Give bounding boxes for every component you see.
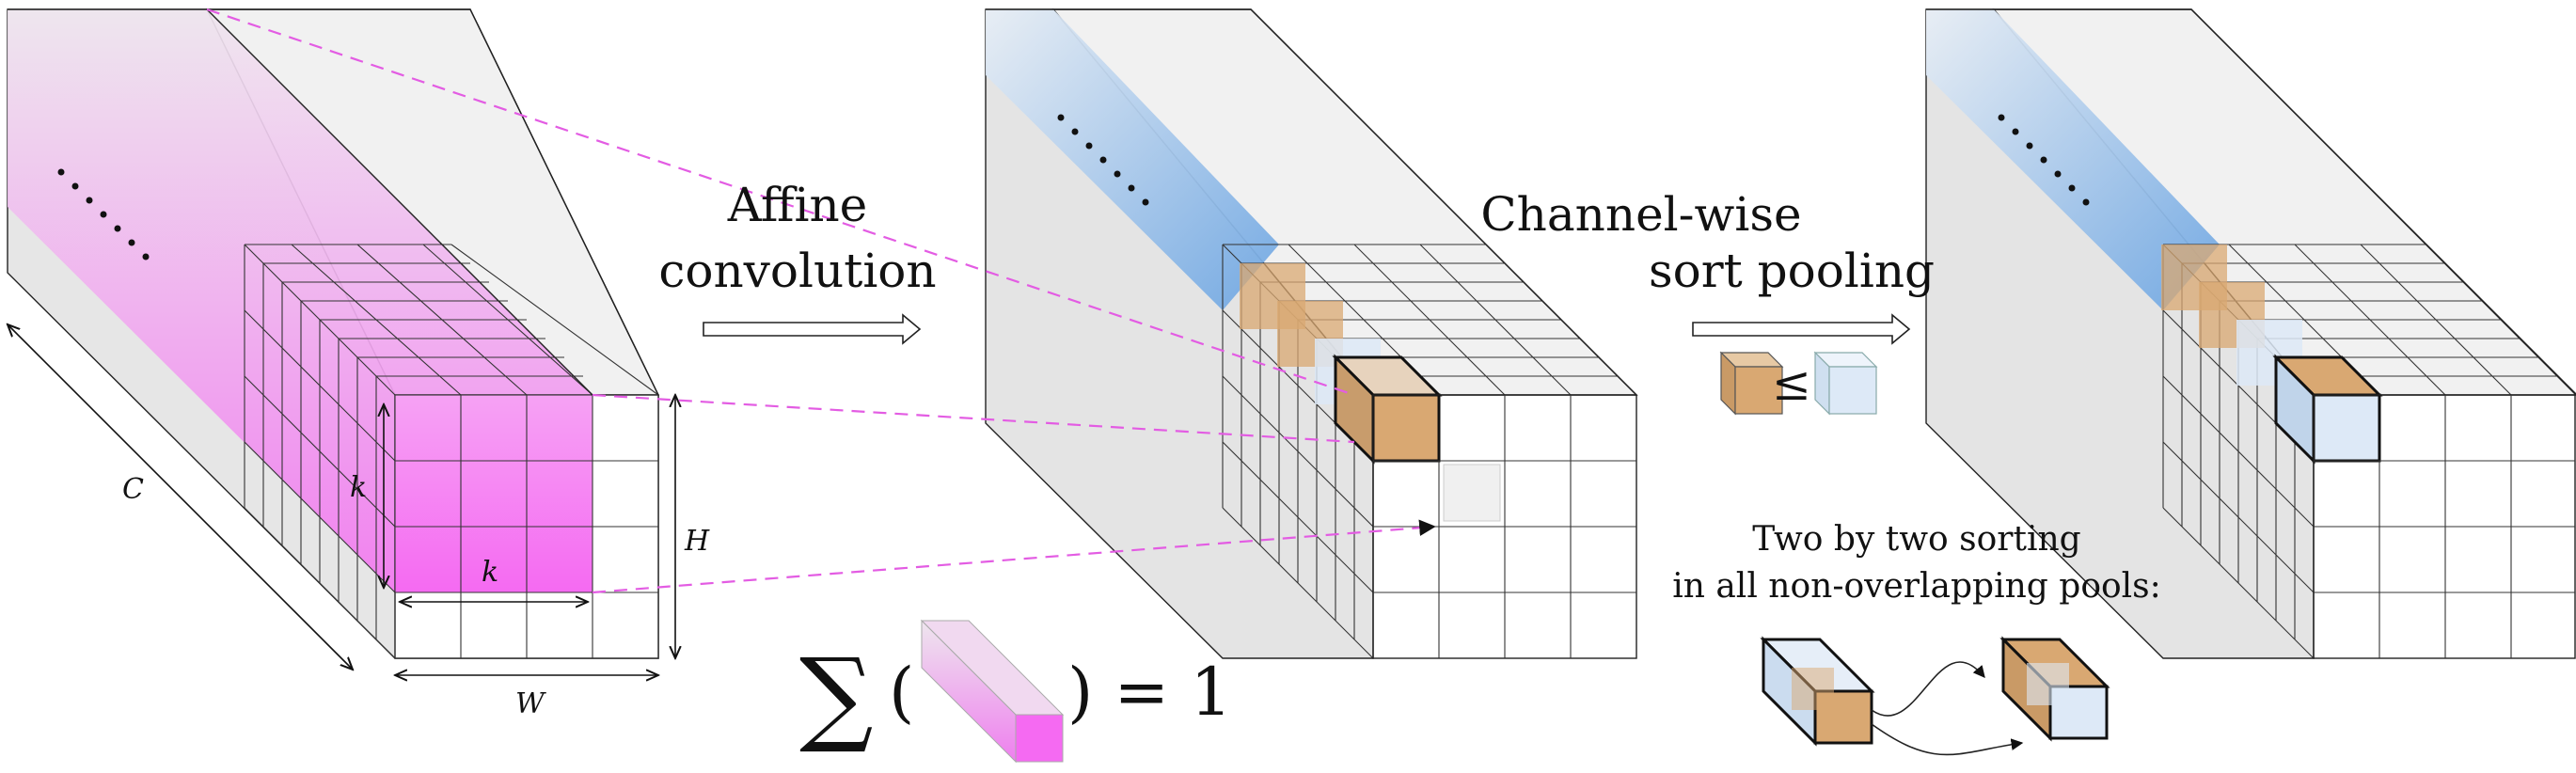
affine-line1: Affine bbox=[727, 178, 868, 232]
conv-front-grid bbox=[1373, 395, 1636, 658]
dim-w-label: W bbox=[515, 687, 546, 720]
dim-c-label: C bbox=[122, 473, 144, 506]
sum-equation: ∑ ( ) = 1 bbox=[799, 619, 1232, 764]
input-dimensions: C k k H W bbox=[8, 324, 710, 720]
sum-symbol: ∑ bbox=[799, 636, 874, 756]
affine-line2: convolution bbox=[658, 244, 936, 298]
sort-pooling-label: Channel-wise sort pooling bbox=[1480, 187, 1935, 345]
conv-blue-channel bbox=[986, 9, 1279, 310]
pool-sort-curve-2 bbox=[1871, 723, 2024, 756]
leq-orange-cube bbox=[1719, 351, 1784, 416]
input-kernel-front bbox=[395, 395, 593, 592]
input-tensor-top-grid bbox=[245, 244, 659, 396]
pool-line1: Two by two sorting bbox=[1752, 520, 2080, 559]
pool-sorting-text: Two by two sorting in all non-overlappin… bbox=[1672, 520, 2161, 606]
sort-arrow bbox=[1692, 313, 1911, 345]
pooled-channel-dots bbox=[1998, 114, 2090, 206]
sort-line1: Channel-wise bbox=[1480, 187, 1801, 242]
conv-channel-dots bbox=[1057, 114, 1149, 206]
pool-sort-example bbox=[1760, 636, 2110, 756]
input-tensor bbox=[7, 8, 660, 659]
pooled-highlight-cube bbox=[2272, 354, 2383, 465]
projection-dashed-lines bbox=[206, 8, 1436, 594]
dim-k-vertical-label: k bbox=[350, 471, 367, 504]
sum-open-paren: ( bbox=[889, 654, 914, 731]
leq-comparison: ≤ bbox=[1719, 351, 1878, 416]
sort-line2: sort pooling bbox=[1649, 244, 1935, 298]
sum-close-equals: ) = 1 bbox=[1067, 654, 1232, 731]
affine-arrow bbox=[703, 313, 922, 345]
affine-convolution-label: Affine convolution bbox=[658, 178, 937, 345]
input-channel-dots bbox=[57, 168, 150, 260]
pooled-front-grid bbox=[2314, 395, 2575, 658]
pooled-output-tensor bbox=[1925, 8, 2576, 659]
conv-output-tensor bbox=[985, 8, 1638, 659]
conv-faint-target-cell bbox=[1443, 464, 1501, 522]
dim-k-horizontal-label: k bbox=[482, 556, 498, 589]
pool-after-cube bbox=[1999, 636, 2110, 742]
input-front-grid bbox=[394, 394, 659, 659]
pool-line2: in all non-overlapping pools: bbox=[1672, 567, 2161, 606]
sum-kernel-slab bbox=[920, 619, 1065, 764]
pool-before-cube bbox=[1760, 636, 1875, 747]
leq-symbol: ≤ bbox=[1772, 356, 1811, 411]
pooled-blue-channel bbox=[1926, 9, 2220, 310]
conv-highlight-cube bbox=[1332, 354, 1443, 465]
leq-blue-cube bbox=[1813, 351, 1878, 416]
pooled-orange-cubes bbox=[2161, 245, 2302, 386]
pool-sort-curve-1 bbox=[1871, 661, 1985, 717]
dim-h-label: H bbox=[684, 525, 710, 558]
